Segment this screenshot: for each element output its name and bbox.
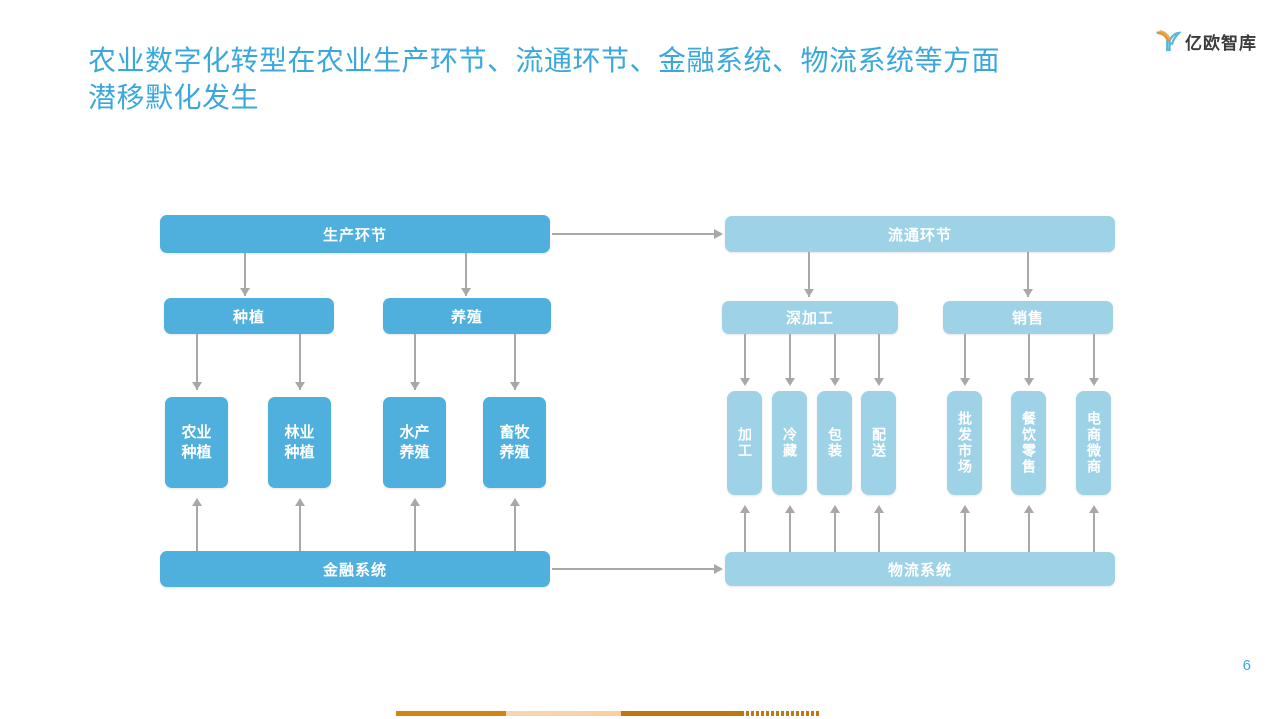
connector-sales-2 — [1028, 334, 1030, 384]
connector-logistics-wholesale — [964, 512, 966, 554]
connector-logistics-packaging — [834, 512, 836, 554]
page-number: 6 — [1242, 657, 1251, 674]
arrowhead-finance-aquatic — [410, 498, 420, 506]
node-agricultural-planting[interactable]: 农业 种植 — [165, 397, 228, 488]
node-breeding[interactable]: 养殖 — [383, 298, 551, 334]
arrowhead-logistics-catering — [1024, 505, 1034, 513]
footer-bar-segment-1 — [396, 711, 506, 716]
arrowhead-logistics-wholesale — [960, 505, 970, 513]
arrowhead-sales-3 — [1089, 378, 1099, 386]
arrowhead-processing-2 — [785, 378, 795, 386]
node-wholesale-market[interactable]: 批发市场 — [947, 391, 982, 495]
connector-finance-aquatic — [414, 505, 416, 553]
arrowhead-logistics-packaging — [830, 505, 840, 513]
connector-finance-agri — [196, 505, 198, 553]
arrowhead-finance-livestock — [510, 498, 520, 506]
connector-logistics-processing — [744, 512, 746, 554]
arrowhead-production-to-circulation — [714, 229, 723, 239]
node-delivery[interactable]: 配送 — [861, 391, 896, 495]
connector-finance-to-logistics — [552, 568, 715, 570]
connector-processing-3 — [834, 334, 836, 384]
connector-finance-livestock — [514, 505, 516, 553]
node-finance-system[interactable]: 金融系统 — [160, 551, 550, 587]
brand-logo: 亿欧智库 — [1155, 28, 1257, 54]
page-title: 农业数字化转型在农业生产环节、流通环节、金融系统、物流系统等方面潜移默化发生 — [88, 45, 1001, 113]
arrowhead-sales-1 — [960, 378, 970, 386]
arrowhead-sales-2 — [1024, 378, 1034, 386]
footer-bar-segment-4 — [741, 711, 820, 716]
node-forestry-planting[interactable]: 林业 种植 — [268, 397, 331, 488]
node-sales[interactable]: 销售 — [943, 301, 1113, 334]
node-livestock-breeding-line1: 畜牧 — [499, 423, 530, 441]
connector-logistics-delivery — [878, 512, 880, 554]
connector-processing-4 — [878, 334, 880, 384]
arrowhead-finance-forestry — [295, 498, 305, 506]
connector-circulation-processing — [808, 252, 810, 297]
connector-production-to-circulation — [552, 233, 715, 235]
connector-production-breeding — [465, 253, 467, 296]
arrowhead-logistics-processing — [740, 505, 750, 513]
arrowhead-logistics-ecommerce — [1089, 505, 1099, 513]
connector-breeding-aquatic — [414, 334, 416, 390]
connector-logistics-ecommerce — [1093, 512, 1095, 554]
connector-production-planting — [244, 253, 246, 296]
node-agricultural-planting-line2: 种植 — [181, 443, 212, 461]
footer-bar-segment-2 — [506, 711, 621, 716]
connector-planting-agri — [196, 334, 198, 390]
connector-logistics-cold-storage — [789, 512, 791, 554]
node-packaging[interactable]: 包装 — [817, 391, 852, 495]
arrowhead-breeding-livestock — [510, 382, 520, 390]
arrowhead-processing-3 — [830, 378, 840, 386]
connector-planting-forestry — [299, 334, 301, 390]
connector-circulation-sales — [1027, 252, 1029, 297]
arrowhead-circulation-sales — [1023, 289, 1033, 297]
arrowhead-finance-agri — [192, 498, 202, 506]
arrowhead-production-breeding — [461, 288, 471, 296]
node-forestry-planting-line1: 林业 — [284, 423, 315, 441]
arrowhead-logistics-delivery — [874, 505, 884, 513]
node-logistics-system[interactable]: 物流系统 — [725, 552, 1115, 586]
node-cold-storage[interactable]: 冷藏 — [772, 391, 807, 495]
node-circulation-header[interactable]: 流通环节 — [725, 216, 1115, 252]
node-aquaculture-line2: 养殖 — [399, 443, 430, 461]
arrowhead-production-planting — [240, 288, 250, 296]
footer-bar-segment-3 — [621, 711, 741, 716]
node-aquaculture[interactable]: 水产 养殖 — [383, 397, 446, 488]
connector-sales-3 — [1093, 334, 1095, 384]
node-production-header[interactable]: 生产环节 — [160, 215, 550, 253]
arrowhead-finance-to-logistics — [714, 564, 723, 574]
yiou-y-mark-icon — [1155, 28, 1182, 54]
node-forestry-planting-line2: 种植 — [284, 443, 315, 461]
logo-wordmark: 亿欧智库 — [1185, 33, 1257, 53]
connector-processing-2 — [789, 334, 791, 384]
node-livestock-breeding[interactable]: 畜牧 养殖 — [483, 397, 546, 488]
node-agricultural-planting-line1: 农业 — [181, 423, 212, 441]
arrowhead-planting-agri — [192, 382, 202, 390]
arrowhead-processing-1 — [740, 378, 750, 386]
footer-decoration-bar — [396, 711, 820, 716]
connector-sales-1 — [964, 334, 966, 384]
node-deep-processing[interactable]: 深加工 — [722, 301, 898, 334]
arrowhead-breeding-aquatic — [410, 382, 420, 390]
arrowhead-processing-4 — [874, 378, 884, 386]
arrowhead-planting-forestry — [295, 382, 305, 390]
node-planting[interactable]: 种植 — [164, 298, 334, 334]
connector-processing-1 — [744, 334, 746, 384]
connector-logistics-catering — [1028, 512, 1030, 554]
arrowhead-circulation-processing — [804, 289, 814, 297]
node-catering-retail[interactable]: 餐饮零售 — [1011, 391, 1046, 495]
connector-breeding-livestock — [514, 334, 516, 390]
node-ecommerce-wechat-business[interactable]: 电商微商 — [1076, 391, 1111, 495]
connector-finance-forestry — [299, 505, 301, 553]
node-livestock-breeding-line2: 养殖 — [499, 443, 530, 461]
node-processing[interactable]: 加工 — [727, 391, 762, 495]
node-aquaculture-line1: 水产 — [399, 423, 430, 441]
arrowhead-logistics-cold-storage — [785, 505, 795, 513]
